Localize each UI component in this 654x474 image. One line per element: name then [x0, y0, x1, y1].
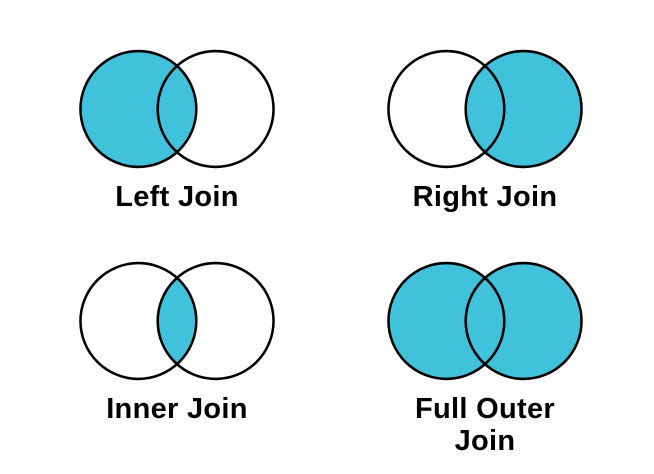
right-circle-outline: [156, 49, 275, 169]
venn-full-outer-join: Full Outer Join: [368, 258, 602, 474]
venn-right-join: Right Join: [368, 46, 602, 230]
right-circle-outline: [464, 49, 583, 169]
intersection-lens: [157, 278, 197, 365]
diagram-label-left-join: Left Join: [115, 181, 239, 213]
venn-diagram-right-join: [387, 49, 583, 169]
diagram-label-right-join: Right Join: [412, 181, 558, 213]
venn-diagram-inner-join: [79, 262, 275, 381]
venn-diagram-left-join: [79, 49, 275, 169]
diagram-label-inner-join: Inner Join: [106, 393, 248, 426]
left-circle-outline: [387, 262, 506, 381]
venn-inner-join: Inner Join: [60, 258, 294, 474]
left-circle-outline: [79, 262, 198, 381]
right-circle-outline: [156, 262, 275, 381]
venn-diagram-full-outer-join: [387, 262, 583, 381]
left-circle-outline: [387, 49, 506, 169]
diagram-label-full-outer-join: Full Outer Join: [415, 393, 555, 457]
intersection-lens: [465, 278, 505, 365]
intersection-lens: [465, 65, 505, 153]
left-circle-outline: [79, 49, 198, 169]
intersection-lens: [157, 65, 197, 153]
right-circle-outline: [464, 262, 583, 381]
venn-left-join: Left Join: [60, 46, 294, 230]
